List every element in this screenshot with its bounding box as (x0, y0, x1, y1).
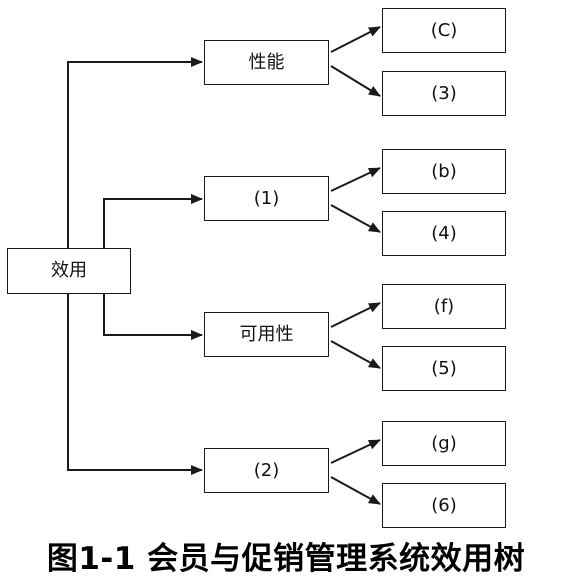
root-node-label: 效用 (51, 260, 87, 281)
connector-branch-to-leaf (330, 439, 381, 464)
branch-node-blank-1: (1) (204, 176, 329, 221)
connector-branch-to-leaf (330, 167, 381, 192)
leaf-node: (b) (382, 149, 506, 194)
branch-node-performance: 性能 (204, 40, 329, 85)
branch-node-blank-2: (2) (204, 448, 329, 493)
leaf-node: (5) (382, 346, 506, 391)
connector-root-to-branch (67, 294, 203, 475)
connector-root-to-branch (103, 294, 203, 340)
leaf-node: (C) (382, 8, 506, 53)
leaf-node-label: (6) (431, 494, 457, 516)
connector-root-to-branch (103, 194, 203, 248)
leaf-node-label: (f) (433, 295, 455, 317)
connector-branch-to-leaf (330, 302, 381, 328)
figure-caption: 图1-1 会员与促销管理系统效用树 (46, 541, 526, 577)
connector-branch-to-leaf (330, 476, 381, 505)
leaf-node: (3) (382, 71, 506, 116)
connector-branch-to-leaf (330, 65, 381, 97)
leaf-node-label: (g) (431, 432, 457, 454)
leaf-node-label: (b) (431, 160, 457, 182)
leaf-node-label: (C) (430, 19, 458, 41)
branch-node-label: 性能 (248, 51, 285, 73)
connector-branch-to-leaf (330, 26, 381, 53)
leaf-node: (4) (382, 211, 506, 256)
leaf-node-label: (5) (431, 357, 457, 379)
root-node: 效用 (7, 248, 131, 294)
connector-root-to-branch (67, 57, 203, 248)
branch-node-label: (1) (253, 187, 280, 209)
branch-node-availability: 可用性 (204, 312, 329, 357)
branch-node-label: 可用性 (239, 323, 294, 345)
leaf-node: (f) (382, 284, 506, 329)
connector-branch-to-leaf (330, 204, 381, 233)
leaf-node-label: (4) (431, 222, 457, 244)
leaf-node: (g) (382, 421, 506, 466)
leaf-node: (6) (382, 483, 506, 528)
connector-branch-to-leaf (330, 340, 381, 369)
branch-node-label: (2) (253, 459, 280, 481)
leaf-node-label: (3) (431, 82, 457, 104)
